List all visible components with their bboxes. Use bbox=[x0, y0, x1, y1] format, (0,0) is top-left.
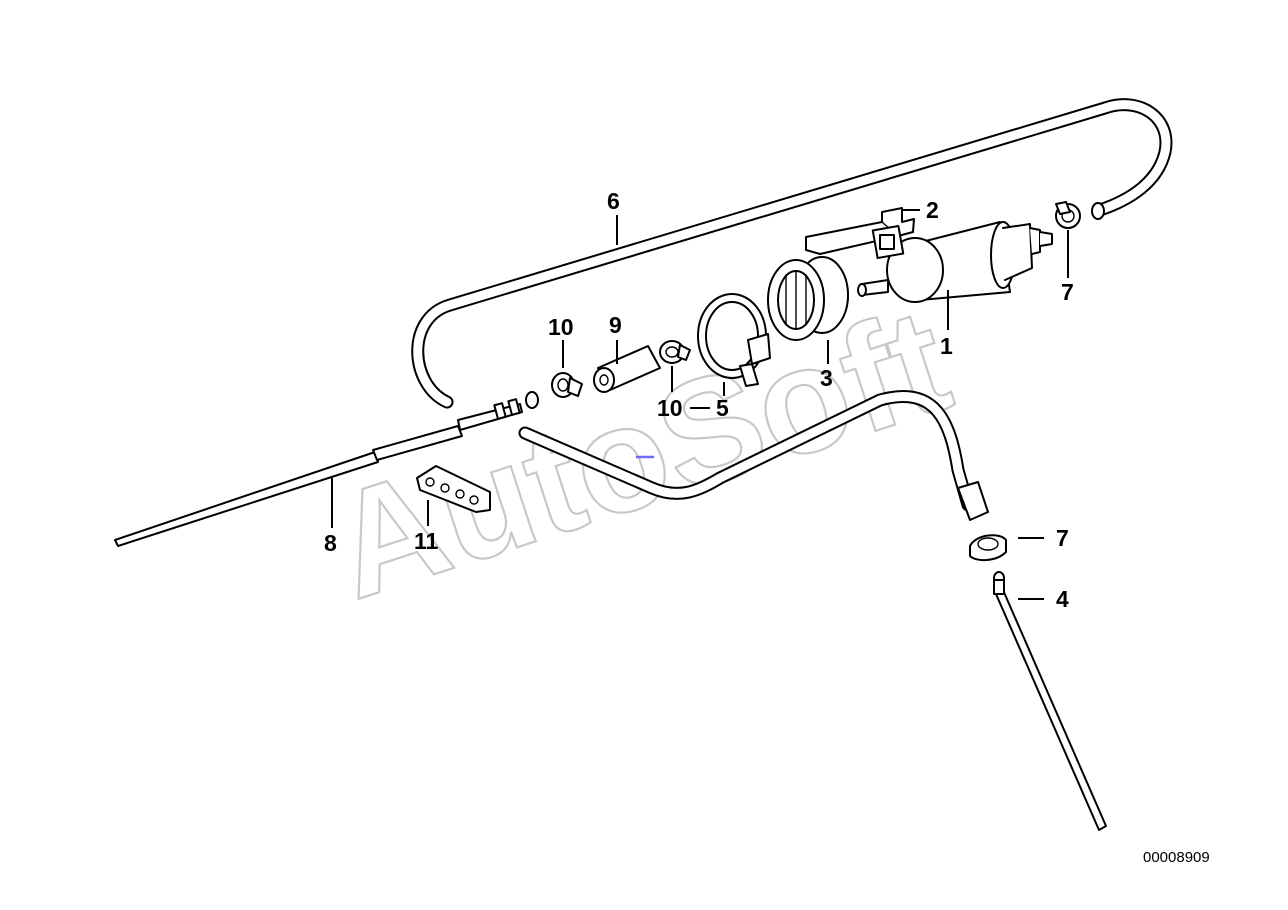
callouts: 6 2 7 1 3 10 9 10 5 8 11 7 4 bbox=[324, 188, 1074, 612]
fuel-hose-loop bbox=[411, 98, 1173, 409]
callout-3: 3 bbox=[820, 365, 833, 391]
callout-10-right: 10 bbox=[657, 395, 683, 421]
watermark: AutoSoft bbox=[313, 275, 967, 630]
callout-6: 6 bbox=[607, 188, 620, 214]
callout-2: 2 bbox=[926, 197, 939, 223]
short-hose bbox=[593, 345, 661, 393]
callout-10-left: 10 bbox=[548, 314, 574, 340]
callout-4: 4 bbox=[1056, 586, 1069, 612]
callout-11: 11 bbox=[414, 528, 439, 554]
rubber-mount bbox=[767, 256, 849, 341]
callout-8: 8 bbox=[324, 530, 337, 556]
line-holder bbox=[416, 465, 491, 513]
hose-clamp-lower bbox=[969, 534, 1007, 562]
return-line bbox=[518, 390, 989, 521]
hose-clamp-right bbox=[659, 340, 691, 364]
callout-7-top: 7 bbox=[1061, 279, 1074, 305]
callout-9: 9 bbox=[609, 312, 622, 338]
callout-1: 1 bbox=[940, 333, 953, 359]
lower-fuel-pipe bbox=[993, 571, 1107, 831]
hose-clamp-left bbox=[551, 372, 583, 398]
fuel-pump bbox=[857, 221, 1053, 303]
callout-5: 5 bbox=[716, 395, 729, 421]
strap-clamp bbox=[697, 293, 771, 387]
leader-lines bbox=[331, 209, 1069, 600]
drawing-number: 00008909 bbox=[1143, 849, 1210, 866]
fuel-line-pipe bbox=[114, 391, 539, 547]
hose-clamp-top bbox=[1055, 201, 1081, 229]
callout-7-lower: 7 bbox=[1056, 525, 1069, 551]
